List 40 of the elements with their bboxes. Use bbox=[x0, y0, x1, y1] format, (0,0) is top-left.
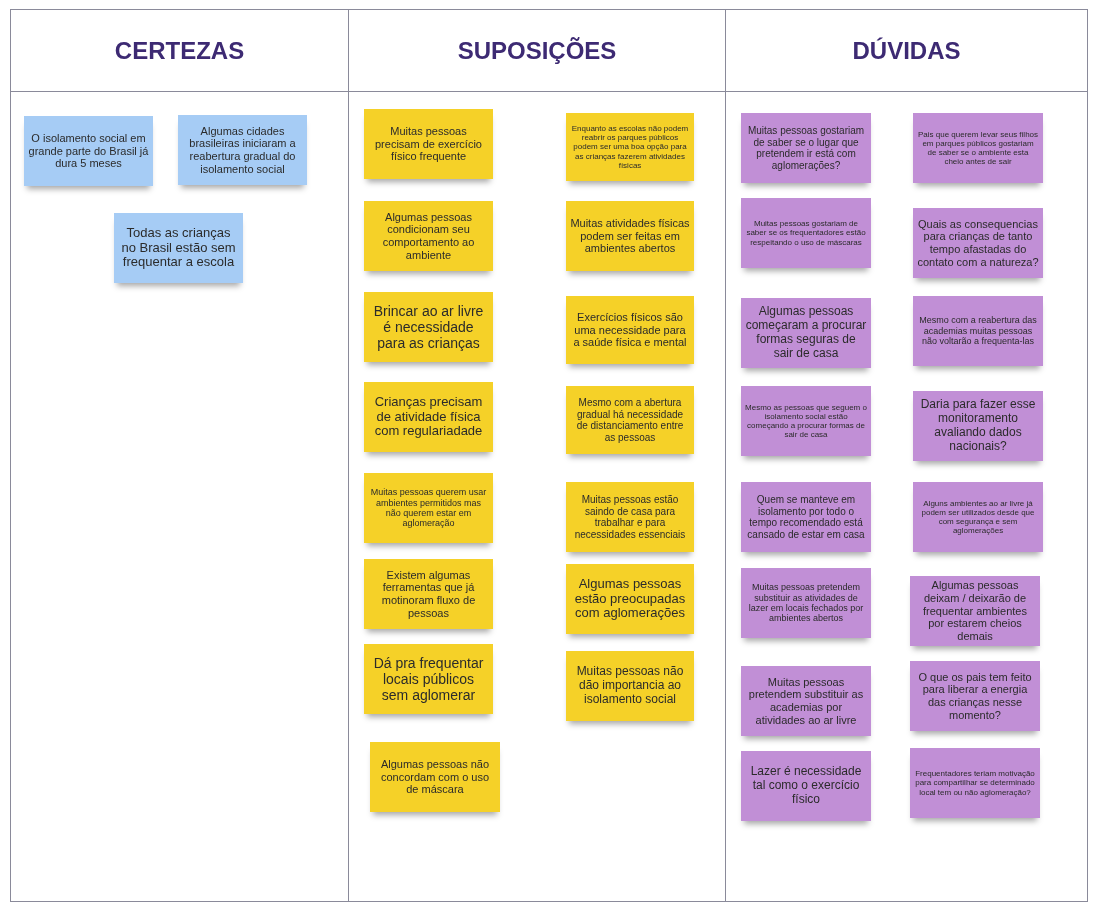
sticky-note: Pais que querem levar seus filhos em parques públicos gostariam de saber se o ambiente esta cheio antes de sair bbox=[913, 113, 1043, 183]
sticky-note: Muitas pessoas pretendem substituir as atividades de lazer em locais fechados por ambientes abertos bbox=[741, 568, 871, 638]
column-panel bbox=[725, 9, 1088, 902]
sticky-note: Quem se manteve em isolamento por todo o tempo recomendado está cansado de estar em casa bbox=[741, 482, 871, 552]
sticky-note: Muitas pessoas precisam de exercício físico frequente bbox=[364, 109, 493, 179]
column-heading: CERTEZAS bbox=[114, 36, 245, 65]
sticky-note: Frequentadores teriam motivação para compartilhar se determinado local tem ou não aglomeração? bbox=[910, 748, 1040, 818]
sticky-note: Mesmo com a reabertura das academias muitas pessoas não voltarão a frequenta-las bbox=[913, 296, 1043, 366]
sticky-note: Muitas pessoas gostariam de saber se os frequentadores estão respeitando o uso de máscaras bbox=[741, 198, 871, 268]
sticky-note: Lazer é necessidade tal como o exercício físico bbox=[741, 751, 871, 821]
sticky-note: Todas as crianças no Brasil estão sem frequentar a escola bbox=[114, 213, 243, 283]
sticky-note: Muitas pessoas pretendem substituir as academias por atividades ao ar livre bbox=[741, 666, 871, 736]
sticky-note: Muitas pessoas querem usar ambientes permitidos mas não querem estar em aglomeração bbox=[364, 473, 493, 543]
sticky-note: Quais as consequencias para crianças de tanto tempo afastadas do contato com a natureza? bbox=[913, 208, 1043, 278]
sticky-note: Muitas pessoas gostariam de saber se o lugar que pretendem ir está com aglomerações? bbox=[741, 113, 871, 183]
sticky-note: Muitas atividades físicas podem ser feitas em ambientes abertos bbox=[566, 201, 694, 271]
column-panel bbox=[348, 9, 726, 902]
sticky-note: Alguns ambientes ao ar livre já podem ser utilizados desde que com segurança e sem aglomerações bbox=[913, 482, 1043, 552]
sticky-note: Dá pra frequentar locais públicos sem aglomerar bbox=[364, 644, 493, 714]
sticky-note: O isolamento social em grande parte do Brasil já dura 5 meses bbox=[24, 116, 153, 186]
sticky-note: Brincar ao ar livre é necessidade para as crianças bbox=[364, 292, 493, 362]
sticky-note: Algumas pessoas não concordam com o uso de máscara bbox=[370, 742, 500, 812]
sticky-note: Mesmo as pessoas que seguem o isolamento social estão começando a procurar formas de sair de casa bbox=[741, 386, 871, 456]
column-panel bbox=[10, 9, 349, 902]
sticky-note: Exercícios físicos são uma necessidade para a saúde física e mental bbox=[566, 296, 694, 364]
sticky-note: Existem algumas ferramentas que já motinoram fluxo de pessoas bbox=[364, 559, 493, 629]
sticky-note: Algumas pessoas começaram a procurar formas seguras de sair de casa bbox=[741, 298, 871, 368]
column-heading: SUPOSIÇÕES bbox=[457, 36, 617, 65]
sticky-note: Enquanto as escolas não podem reabrir os parques públicos podem ser uma boa opção para as crianças fazerem atividades físicas bbox=[566, 113, 694, 181]
sticky-note: Algumas pessoas estão preocupadas com aglomerações bbox=[566, 564, 694, 634]
sticky-note: Muitas pessoas não dão importancia ao isolamento social bbox=[566, 651, 694, 721]
sticky-note: O que os pais tem feito para liberar a energia das crianças nesse momento? bbox=[910, 661, 1040, 731]
column-heading: DÚVIDAS bbox=[852, 36, 961, 65]
sticky-note: Crianças precisam de atividade física com regulariadade bbox=[364, 382, 493, 452]
sticky-note: Algumas pessoas condicionam seu comportamento ao ambiente bbox=[364, 201, 493, 271]
sticky-note: Algumas pessoas deixam / deixarão de frequentar ambientes por estarem cheios demais bbox=[910, 576, 1040, 646]
sticky-note: Daria para fazer esse monitoramento avaliando dados nacionais? bbox=[913, 391, 1043, 461]
sticky-note: Mesmo com a abertura gradual há necessidade de distanciamento entre as pessoas bbox=[566, 386, 694, 454]
sticky-note: Muitas pessoas estão saindo de casa para trabalhar e para necessidades essenciais bbox=[566, 482, 694, 552]
sticky-note: Algumas cidades brasileiras iniciaram a reabertura gradual do isolamento social bbox=[178, 115, 307, 185]
